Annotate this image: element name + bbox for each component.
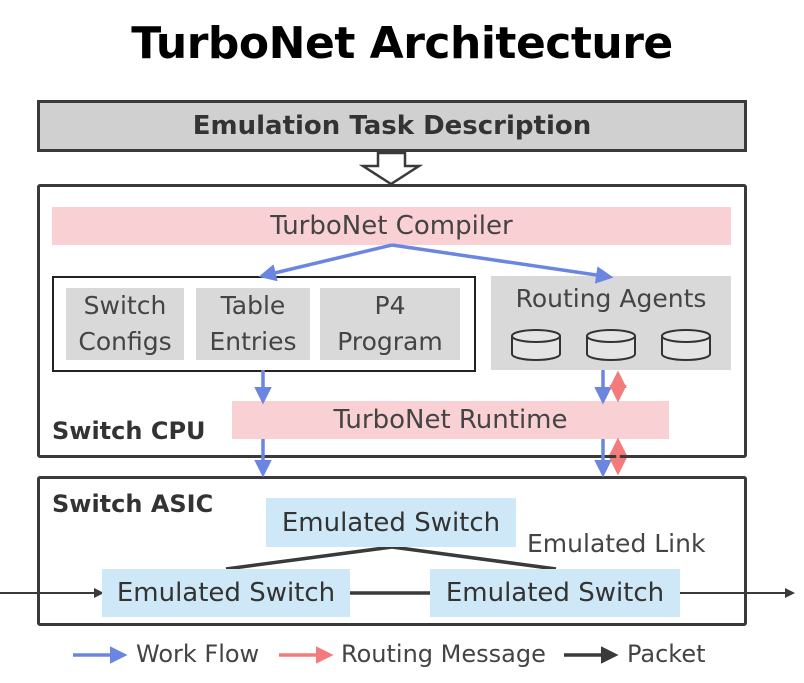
legend-routing-label: Routing Message [341, 640, 546, 668]
legend-packet-label: Packet [627, 640, 706, 668]
database-icon [661, 329, 711, 361]
task-description-box: Emulation Task Description [37, 100, 747, 152]
switch-cpu-label: Switch CPU [52, 417, 206, 445]
emulated-switch-top: Emulated Switch [266, 498, 516, 547]
emulated-switch-right: Emulated Switch [430, 569, 680, 617]
routing-agents-label: Routing Agents [515, 284, 707, 313]
turbonet-runtime-bar: TurboNet Runtime [232, 401, 669, 439]
emulated-switch-left: Emulated Switch [102, 569, 350, 617]
compiler-to-agents-arrow [391, 243, 614, 284]
diagram-title: TurboNet Architecture [131, 18, 673, 69]
emulated-link-label: Emulated Link [527, 529, 706, 558]
turbonet-compiler-bar: TurboNet Compiler [52, 207, 731, 245]
emulated-link-line [391, 545, 557, 571]
database-icon [511, 329, 561, 361]
legend-workflow-label: Work Flow [136, 640, 260, 668]
compiler-to-outputs-arrow [258, 243, 393, 282]
emulated-link-line [225, 545, 393, 571]
database-icon [586, 329, 636, 361]
switch-asic-label: Switch ASIC [52, 490, 214, 518]
task-to-cpu-arrow [358, 151, 424, 186]
